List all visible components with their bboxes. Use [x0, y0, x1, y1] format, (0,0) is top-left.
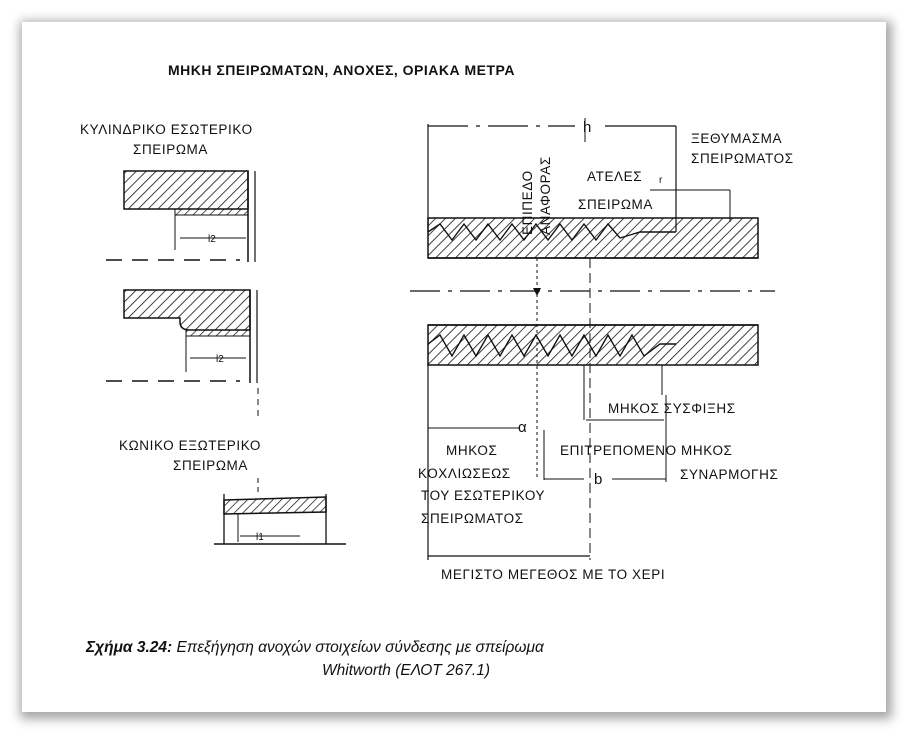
incomplete-label-2: ΣΠΕΙΡΩΜΑ [578, 197, 653, 212]
h-label: h [583, 119, 591, 136]
figure-caption: Σχήμα 3.24: Επεξήγηση ανοχών στοιχείων σ… [85, 639, 545, 656]
groove-label-2: ΣΠΕΙΡΩΜΑΤΟΣ [691, 151, 794, 166]
incomplete-r-label: r [659, 175, 663, 186]
a-label: α [518, 419, 527, 436]
incomplete-label-1: ΑΤΕΛΕΣ [587, 169, 642, 184]
plane-label-2: ΑΝΑΦΟΡΑΣ [538, 156, 553, 235]
caption-line-2: Whitworth (ΕΛΟΤ 267.1) [322, 662, 490, 679]
caption-label: Σχήμα 3.24: [85, 639, 172, 656]
screw-label-3: ΤΟΥ ΕΣΩΤΕΡΙΚΟΥ [421, 488, 545, 503]
con-label-1: ΚΩΝΙΚΟ ΕΞΩΤΕΡΙΚΟ [119, 438, 261, 453]
reference-marker [533, 288, 541, 296]
figure-sheet [22, 22, 886, 712]
screw-label-1: ΜΗΚΟΣ [446, 443, 497, 458]
tightening-label: ΜΗΚΟΣ ΣΥΣΦΙΞΗΣ [608, 401, 736, 416]
cyl-label-1: ΚΥΛΙΝΔΡΙΚΟ ΕΣΩΤΕΡΙΚΟ [80, 122, 253, 137]
caption-text: Επεξήγηση ανοχών στοιχείων σύνδεσης με σ… [172, 639, 545, 656]
h-dimension [427, 118, 677, 232]
cyl-label-2: ΣΠΕΙΡΩΜΑ [133, 142, 208, 157]
fit-label-2: ΣΥΝΑΡΜΟΓΗΣ [680, 467, 778, 482]
diagram-title: ΜΗΚΗ ΣΠΕΙΡΩΜΑΤΩΝ, ΑΝΟΧΕΣ, ΟΡΙΑΚΑ ΜΕΤΡΑ [168, 62, 515, 78]
l2-label-2: l2 [216, 354, 224, 365]
max-hand-label: ΜΕΓΙΣΤΟ ΜΕΓΕΘΟΣ ΜΕ ΤΟ ΧΕΡΙ [441, 567, 665, 582]
lower-wall [427, 324, 759, 366]
con-thread-section [214, 478, 346, 545]
l1-label: l1 [256, 532, 264, 543]
fit-label-1: ΕΠΙΤΡΕΠΟΜΕΝΟ ΜΗΚΟΣ [560, 443, 733, 458]
screw-label-4: ΣΠΕΙΡΩΜΑΤΟΣ [421, 511, 524, 526]
screw-label-2: ΚΟΧΛΙΩΣΕΩΣ [418, 466, 511, 481]
cyl-thread-section-2 [106, 289, 259, 420]
cyl-thread-section-1 [106, 170, 256, 262]
l2-label-1: l2 [208, 234, 216, 245]
b-label: b [594, 471, 602, 488]
upper-wall [427, 217, 759, 259]
groove-label-1: ΞΕΘΥΜΑΣΜΑ [691, 131, 782, 146]
con-label-2: ΣΠΕΙΡΩΜΑ [173, 458, 248, 473]
